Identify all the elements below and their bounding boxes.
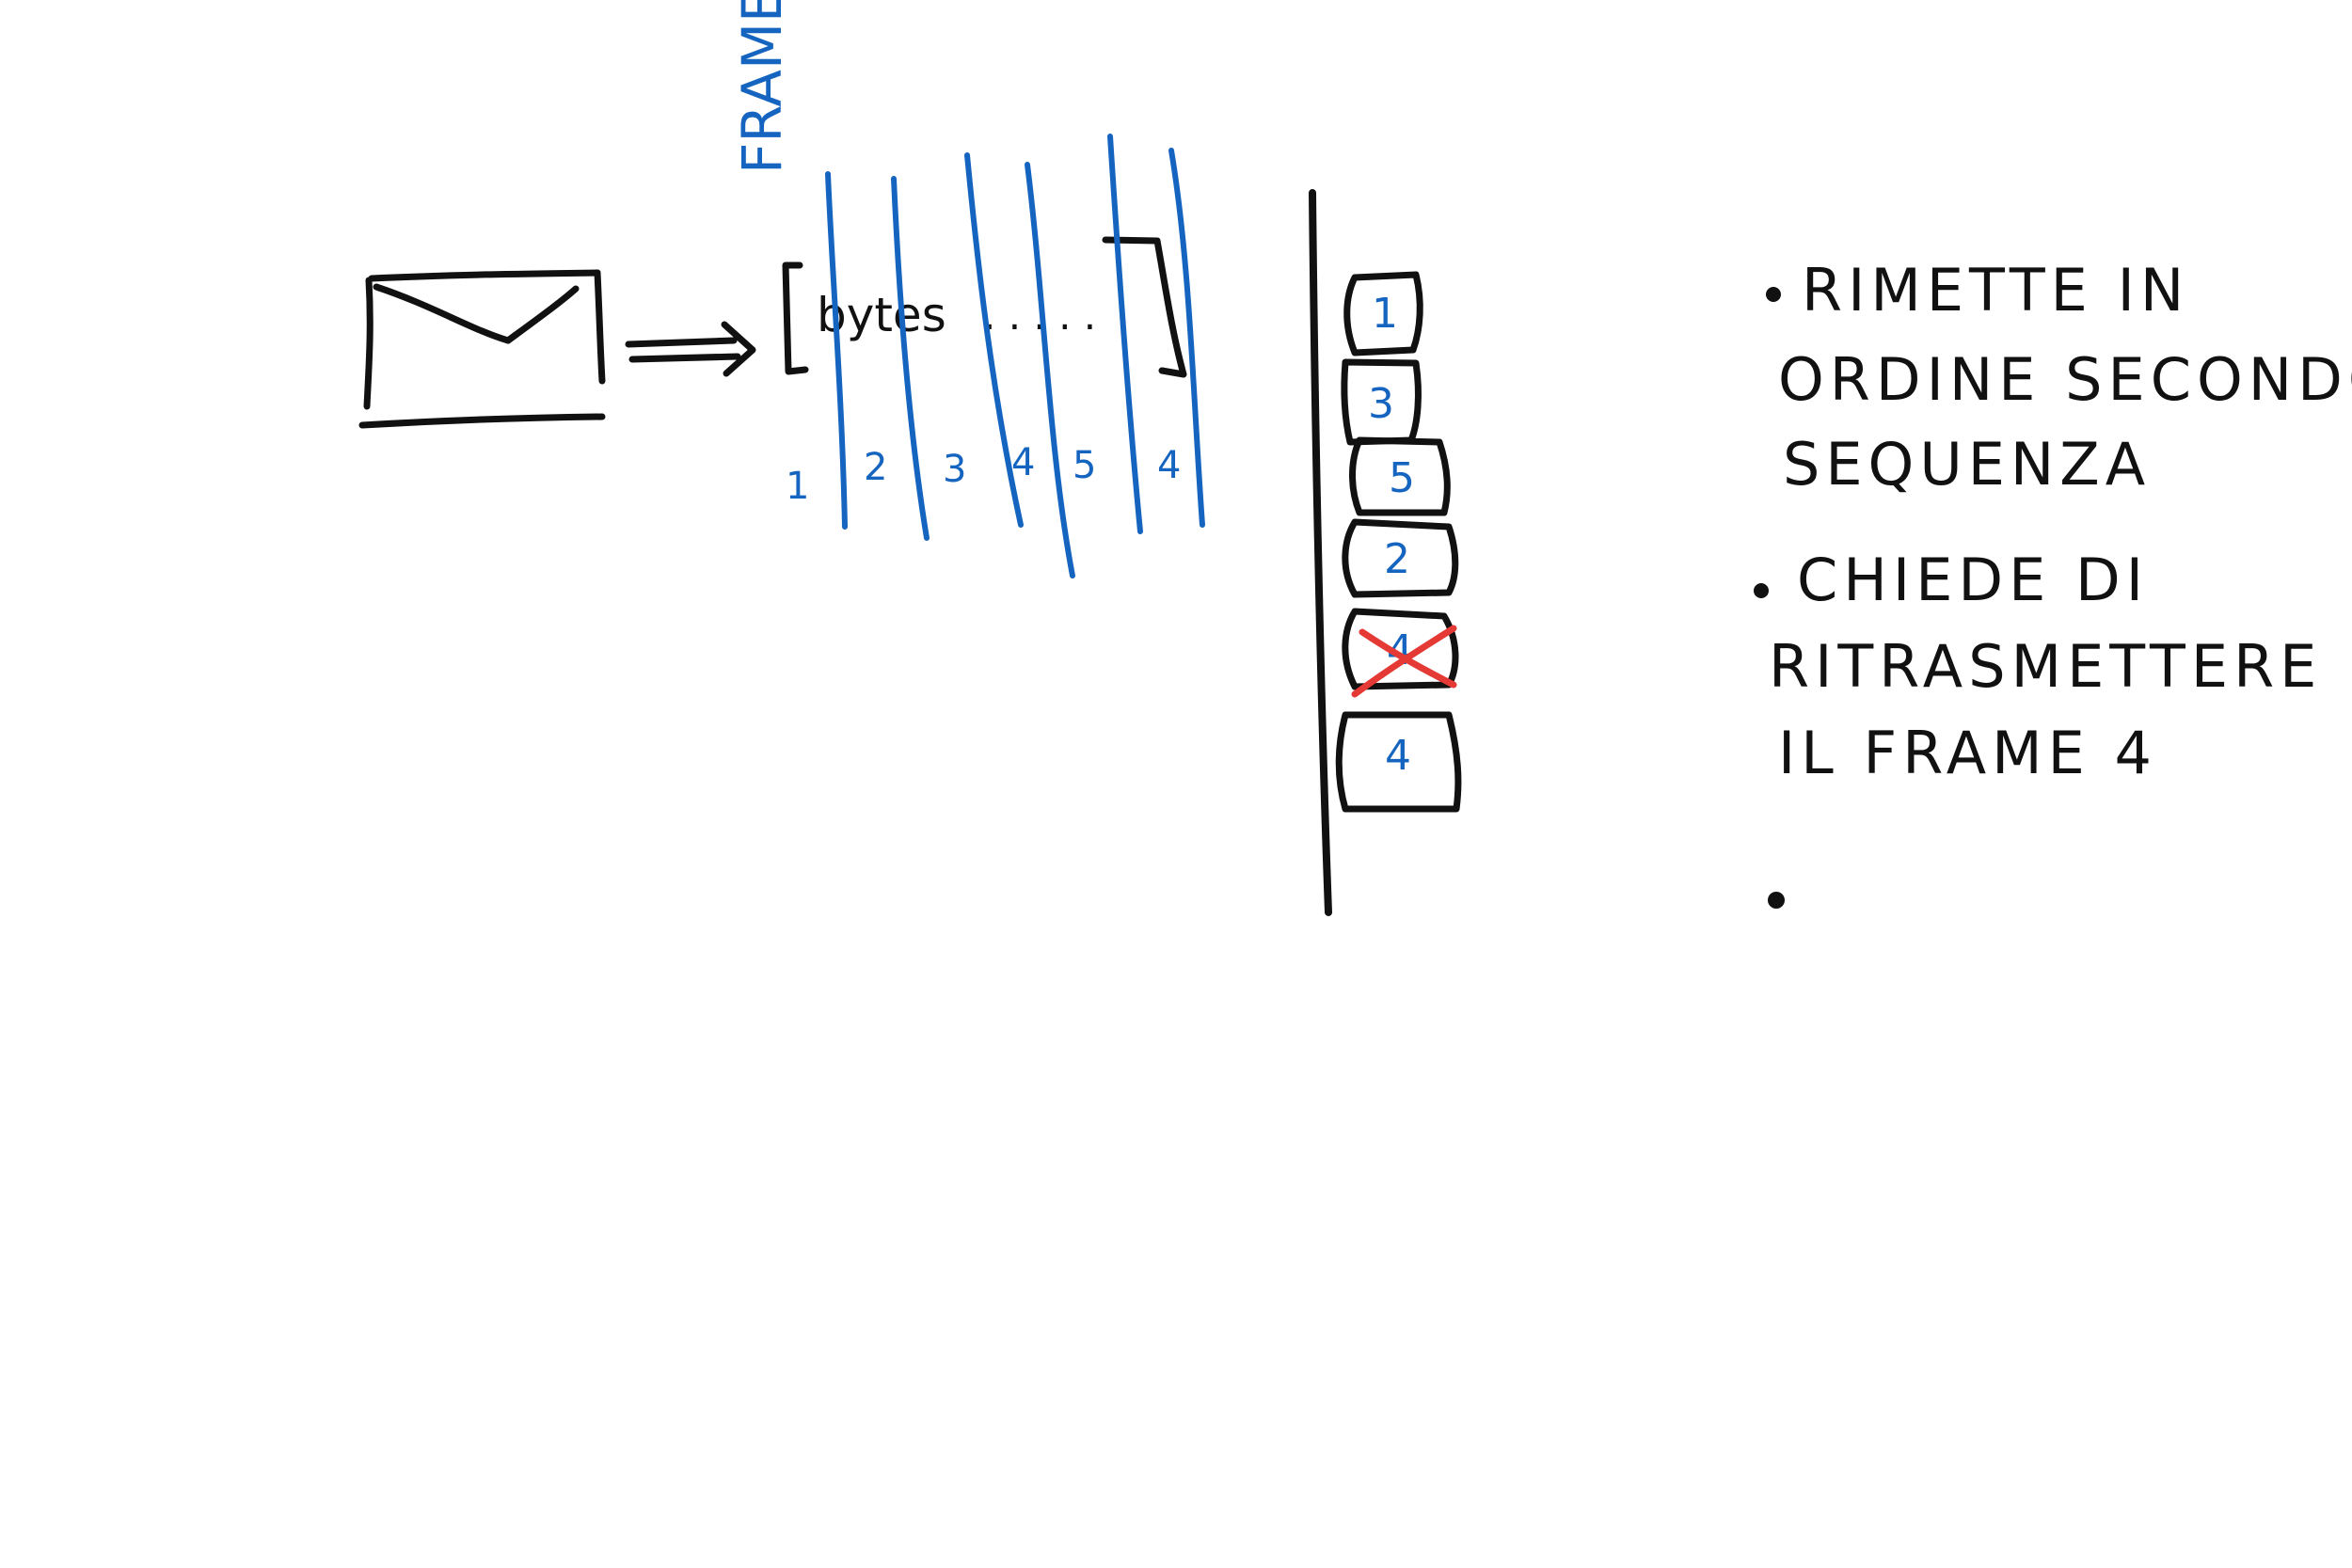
frame-number: 1	[786, 465, 809, 508]
frame-divider	[891, 176, 930, 541]
note-line: RITRASMETTERE	[1769, 632, 2322, 701]
note-line: SEQUENZA	[1783, 430, 2151, 499]
byte-stream-bracket	[782, 236, 1187, 378]
bullet-icon	[1768, 892, 1785, 909]
frame-number: 5	[1073, 444, 1096, 487]
discard-cross-icon	[1351, 625, 1457, 698]
frame-number: 3	[943, 448, 966, 491]
frame-divider	[1168, 148, 1205, 528]
frame-numbers: 1 2 3 4 5 4	[786, 441, 1181, 508]
note-line: CHIEDE DI	[1797, 546, 2149, 614]
frame-divider	[964, 152, 1024, 528]
queue-box	[1335, 711, 1462, 813]
frame-divider	[1107, 134, 1143, 534]
frame-label: FRAME	[730, 0, 794, 174]
queue-item-label: 5	[1389, 454, 1415, 502]
frame-number: 4	[1157, 444, 1181, 487]
note-line: ORDINE SECONDO	[1778, 345, 2352, 414]
received-queue	[1335, 271, 1462, 813]
frame-dividers	[825, 134, 1205, 578]
frame-divider	[825, 171, 848, 530]
frame-divider	[1025, 162, 1075, 578]
bullet-icon	[1766, 287, 1781, 302]
frame-number: 2	[864, 446, 887, 489]
notes-list: RIMETTE IN ORDINE SECONDO SEQUENZA CHIED…	[1754, 256, 2352, 909]
arrow-icon	[625, 321, 756, 377]
note-line: IL FRAME 4	[1778, 719, 2157, 787]
queue-box	[1343, 271, 1423, 356]
envelope-icon	[358, 269, 606, 429]
note-line: RIMETTE IN	[1802, 256, 2189, 325]
receiver-line	[1309, 189, 1332, 916]
queue-box	[1342, 608, 1459, 690]
queue-item-label: 2	[1384, 535, 1410, 583]
queue-item-label: 4	[1385, 732, 1411, 780]
queue-item-label: 3	[1368, 380, 1394, 428]
queue-box	[1349, 436, 1451, 516]
bullet-icon	[1754, 583, 1769, 598]
frame-number: 4	[1011, 441, 1035, 484]
queue-item-label: 1	[1372, 290, 1398, 338]
queue-box	[1342, 518, 1459, 598]
